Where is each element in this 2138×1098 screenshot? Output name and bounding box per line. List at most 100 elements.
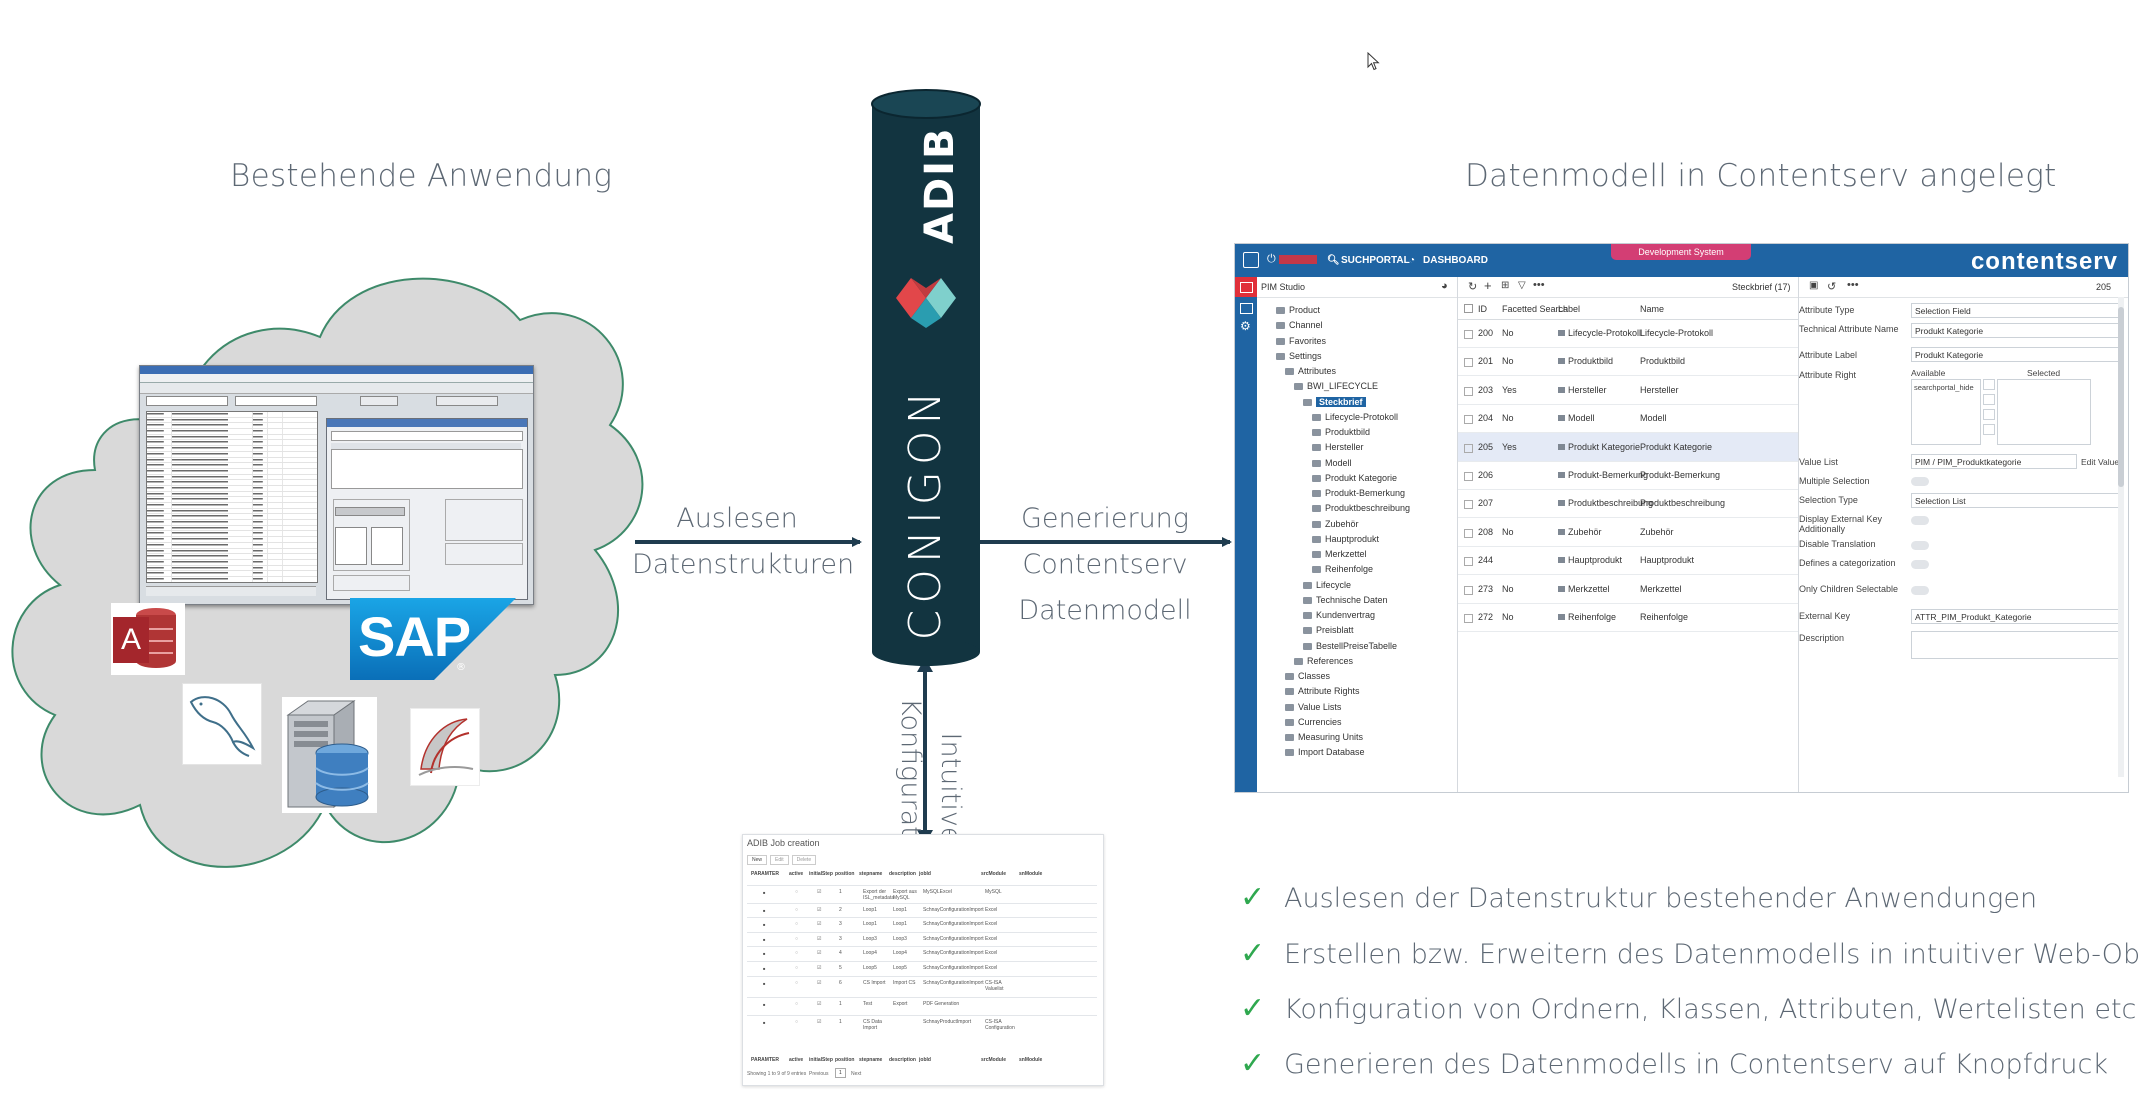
props-more-icon[interactable]: •••: [1847, 279, 1859, 291]
rail-gear-icon[interactable]: ⚙: [1240, 319, 1251, 333]
props-scrollbar[interactable]: [2118, 297, 2124, 777]
field-description[interactable]: [1911, 631, 2123, 659]
toggle-defines-categorization[interactable]: [1911, 560, 1929, 569]
tree-item[interactable]: Merkzettel: [1312, 549, 1367, 559]
toggle-display-external-key[interactable]: [1911, 516, 1929, 525]
initial-checkbox[interactable]: ☑: [817, 907, 822, 913]
tree-pie-icon[interactable]: ◕: [1441, 280, 1448, 292]
field-selection-type[interactable]: Selection List: [1911, 493, 2121, 508]
row-checkbox[interactable]: [1464, 557, 1473, 567]
tree-item[interactable]: Favorites: [1276, 336, 1326, 346]
tree-item[interactable]: Zubehör: [1312, 519, 1359, 529]
menu-icon[interactable]: [1243, 252, 1259, 268]
field-attribute-type[interactable]: Selection Field: [1911, 303, 2121, 318]
active-checkbox[interactable]: ○: [795, 889, 799, 895]
tree-item[interactable]: Classes: [1285, 671, 1330, 681]
toggle-disable-translation[interactable]: [1911, 541, 1929, 550]
available-item[interactable]: searchportal_hide: [1914, 383, 1974, 392]
active-checkbox[interactable]: ○: [795, 965, 799, 971]
nav-dashboard-icon[interactable]: ◔: [1409, 255, 1416, 266]
more-icon[interactable]: •••: [1533, 279, 1545, 291]
tree-item[interactable]: Kundenvertrag: [1303, 610, 1375, 620]
row-checkbox[interactable]: [1464, 443, 1473, 453]
rail-image-icon[interactable]: [1240, 303, 1253, 314]
job-page-button[interactable]: 1: [835, 1068, 846, 1078]
nav-dashboard[interactable]: DASHBOARD: [1423, 255, 1488, 266]
job-edit-button[interactable]: Edit: [770, 855, 789, 865]
job-prev-button[interactable]: Previous: [809, 1071, 829, 1077]
tree-item[interactable]: Value Lists: [1285, 702, 1341, 712]
filter-icon[interactable]: ▽: [1518, 280, 1526, 291]
active-checkbox[interactable]: ○: [795, 907, 799, 913]
row-checkbox[interactable]: [1464, 330, 1473, 339]
tree-item[interactable]: Import Database: [1285, 747, 1365, 757]
nav-search-icon[interactable]: 🔍︎: [1327, 255, 1340, 266]
tree-item[interactable]: Attribute Rights: [1285, 686, 1360, 696]
row-checkbox[interactable]: [1464, 358, 1473, 368]
job-new-button[interactable]: New: [747, 855, 768, 865]
tree-item[interactable]: BWI_LIFECYCLE: [1294, 381, 1378, 391]
tree-item[interactable]: Attributes: [1285, 366, 1336, 376]
active-checkbox[interactable]: ○: [795, 921, 799, 927]
job-delete-button[interactable]: Delete: [791, 855, 817, 865]
tree-item[interactable]: Measuring Units: [1285, 732, 1363, 742]
active-checkbox[interactable]: ○: [795, 1001, 799, 1007]
field-attribute-label[interactable]: Produkt Kategorie: [1911, 347, 2121, 362]
row-checkbox[interactable]: [1464, 614, 1473, 623]
row-checkbox[interactable]: [1464, 415, 1473, 425]
toggle-multiple-selection[interactable]: [1911, 477, 1929, 486]
initial-checkbox[interactable]: ☑: [817, 950, 822, 956]
row-checkbox[interactable]: [1464, 472, 1473, 481]
nav-suchportal[interactable]: SUCHPORTAL: [1341, 255, 1410, 266]
tree-item[interactable]: Modell: [1312, 458, 1352, 468]
tree-item[interactable]: Channel: [1276, 320, 1323, 330]
field-technical-name[interactable]: Produkt Kategorie: [1911, 323, 2121, 338]
tree-item[interactable]: Produkt-Bemerkung: [1312, 488, 1405, 498]
tree-item[interactable]: Currencies: [1285, 717, 1342, 727]
row-checkbox[interactable]: [1464, 500, 1473, 510]
field-value-list[interactable]: PIM / PIM_Produktkategorie: [1911, 454, 2077, 469]
tree-item[interactable]: Product: [1276, 305, 1320, 315]
selected-list[interactable]: [1997, 379, 2091, 445]
toggle-only-children[interactable]: [1911, 586, 1929, 595]
undo-icon[interactable]: ↺: [1827, 281, 1837, 293]
active-checkbox[interactable]: ○: [795, 936, 799, 942]
refresh-icon[interactable]: ↻: [1468, 281, 1478, 293]
row-checkbox[interactable]: [1464, 386, 1473, 396]
tree-item[interactable]: Produktbeschreibung: [1312, 503, 1410, 513]
rail-table-icon[interactable]: [1240, 282, 1253, 293]
add-icon[interactable]: +: [1484, 278, 1492, 293]
active-checkbox[interactable]: ○: [795, 1019, 799, 1025]
initial-checkbox[interactable]: ☑: [817, 1019, 822, 1025]
initial-checkbox[interactable]: ☑: [817, 921, 822, 927]
tree-item[interactable]: References: [1294, 656, 1353, 666]
tree-item[interactable]: Lifecycle-Protokoll: [1312, 412, 1398, 422]
tree-item[interactable]: Preisblatt: [1303, 625, 1354, 635]
save-icon[interactable]: ▣: [1809, 280, 1819, 291]
active-checkbox[interactable]: ○: [795, 980, 799, 986]
initial-checkbox[interactable]: ☑: [817, 965, 822, 971]
tree-item[interactable]: Settings: [1276, 351, 1322, 361]
field-external-key[interactable]: ATTR_PIM_Produkt_Kategorie: [1911, 609, 2121, 624]
transfer-buttons[interactable]: [1983, 379, 1995, 443]
tree-item[interactable]: Steckbrief: [1303, 396, 1366, 407]
tree-item[interactable]: Technische Daten: [1303, 595, 1388, 605]
tree-item[interactable]: Lifecycle: [1303, 580, 1351, 590]
tree-item[interactable]: Hersteller: [1312, 442, 1364, 452]
tree-item[interactable]: BestellPreiseTabelle: [1303, 641, 1397, 651]
tree-item[interactable]: Produktbild: [1312, 427, 1370, 437]
